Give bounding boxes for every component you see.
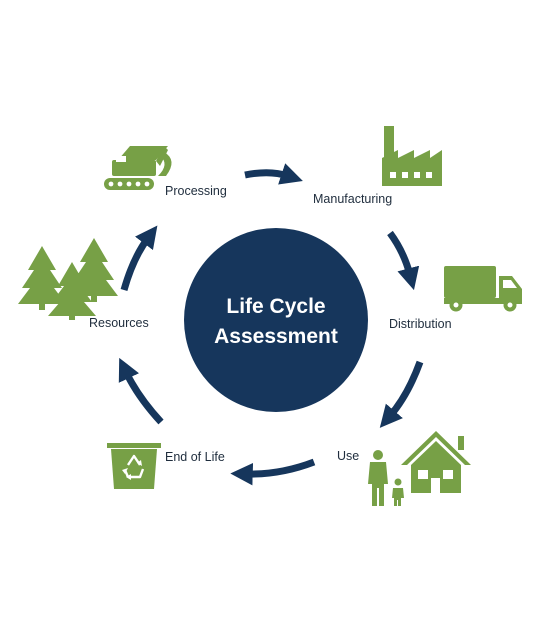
- recycle-bin-icon: [107, 443, 161, 489]
- center-circle: [184, 228, 368, 412]
- arrow-processing-to-manufacturing: [244, 163, 303, 185]
- truck-icon: [444, 266, 522, 312]
- arrow-manufacturing-to-distribution: [387, 230, 420, 291]
- stage-label-resources: Resources: [89, 316, 149, 330]
- stage-label-use: Use: [337, 449, 360, 463]
- center-title-line2: Assessment: [214, 325, 338, 348]
- stage-label-processing: Processing: [165, 184, 227, 198]
- center-title: Life Cycle Assessment: [183, 292, 369, 352]
- stage-label-distribution: Distribution: [389, 317, 452, 331]
- arrow-use-to-end-of-life: [230, 458, 316, 486]
- stage-label-manufacturing: Manufacturing: [313, 192, 393, 206]
- stage-label-end-of-life: End of Life: [165, 450, 225, 464]
- arrow-resources-to-processing: [120, 225, 158, 291]
- excavator-icon: [104, 146, 172, 190]
- arrow-distribution-to-use: [379, 360, 424, 428]
- trees-icon: [18, 238, 118, 320]
- center-title-line1: Life Cycle: [226, 295, 326, 318]
- family-house-icon: [368, 431, 471, 506]
- factory-icon: [382, 126, 442, 186]
- arrow-end-of-life-to-resources: [118, 357, 164, 425]
